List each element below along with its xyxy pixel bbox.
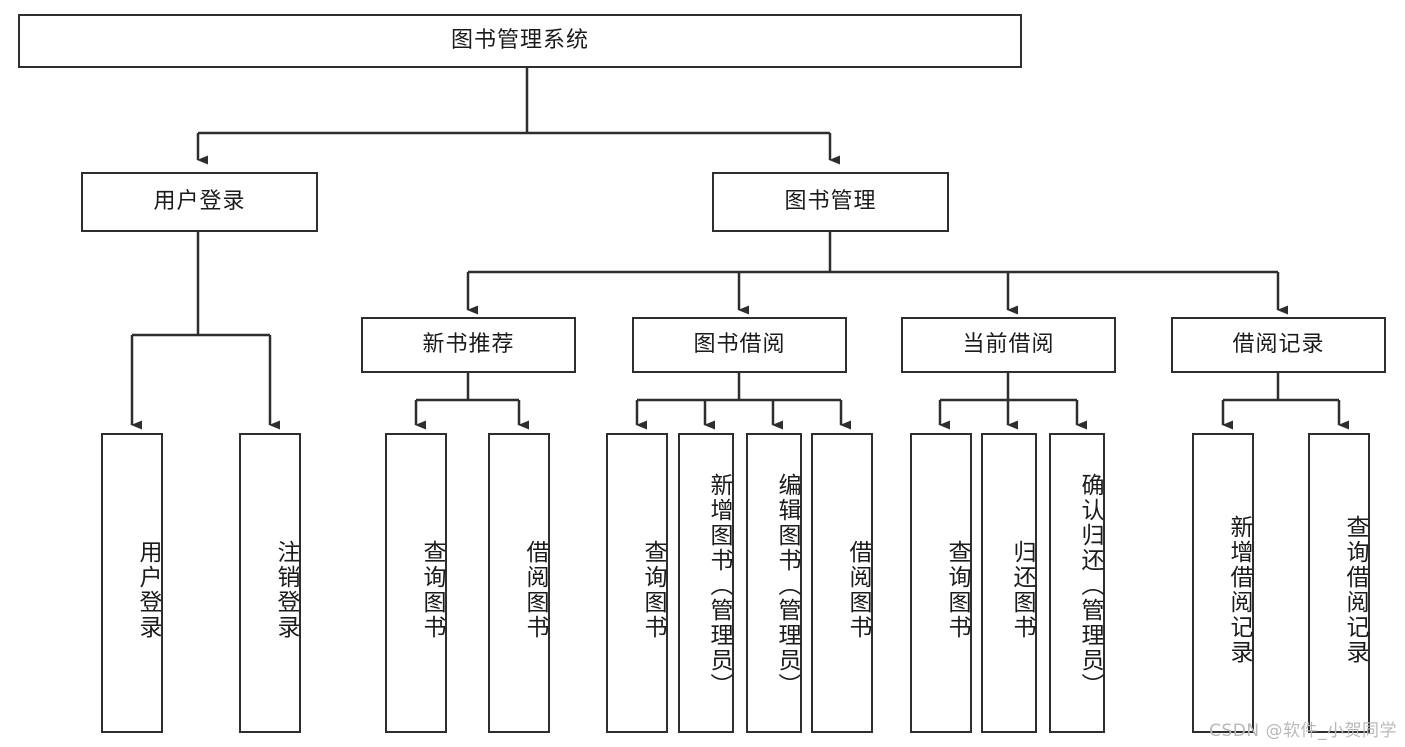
node-leaf-edit-book[interactable]: 编辑图书（管理员）	[746, 433, 802, 733]
node-leaf-query-book-3-label: 查询图书	[944, 540, 970, 640]
node-leaf-return-book-label: 归还图书	[1009, 540, 1035, 640]
node-leaf-logout-login[interactable]: 注销登录	[239, 433, 301, 733]
node-leaf-query-borrow-record-label: 查询借阅记录	[1342, 515, 1368, 665]
node-borrow-record[interactable]: 借阅记录	[1171, 317, 1386, 373]
node-user-login-label: 用户登录	[153, 188, 246, 214]
node-leaf-query-book-1-label: 查询图书	[419, 540, 445, 640]
node-book-management-label: 图书管理	[784, 188, 877, 214]
node-leaf-borrow-book-2[interactable]: 借阅图书	[811, 433, 873, 733]
node-leaf-confirm-return-label: 确认归还（管理员）	[1077, 472, 1103, 698]
node-leaf-confirm-return[interactable]: 确认归还（管理员）	[1049, 433, 1105, 733]
node-book-borrow[interactable]: 图书借阅	[632, 317, 847, 373]
node-leaf-borrow-book-1-label: 借阅图书	[522, 540, 548, 640]
node-current-borrow[interactable]: 当前借阅	[901, 317, 1116, 373]
node-leaf-user-login[interactable]: 用户登录	[101, 433, 163, 733]
node-leaf-logout-login-label: 注销登录	[273, 540, 299, 640]
node-new-book-recommend[interactable]: 新书推荐	[361, 317, 576, 373]
node-leaf-edit-book-label: 编辑图书（管理员）	[774, 472, 800, 698]
node-leaf-query-book-1[interactable]: 查询图书	[385, 433, 447, 733]
node-leaf-query-book-2[interactable]: 查询图书	[606, 433, 668, 733]
node-root-label: 图书管理系统	[450, 27, 589, 53]
node-leaf-borrow-book-1[interactable]: 借阅图书	[488, 433, 550, 733]
node-leaf-query-borrow-record[interactable]: 查询借阅记录	[1308, 433, 1370, 733]
node-leaf-borrow-book-2-label: 借阅图书	[845, 540, 871, 640]
node-leaf-add-borrow-record-label: 新增借阅记录	[1226, 515, 1252, 665]
node-book-borrow-label: 图书借阅	[693, 331, 786, 357]
node-leaf-user-login-label: 用户登录	[135, 540, 161, 640]
node-borrow-record-label: 借阅记录	[1232, 331, 1325, 357]
node-current-borrow-label: 当前借阅	[962, 331, 1055, 357]
node-leaf-query-book-2-label: 查询图书	[640, 540, 666, 640]
watermark-text: CSDN @软件_小贺同学	[1209, 721, 1397, 741]
node-book-management[interactable]: 图书管理	[712, 172, 949, 232]
node-leaf-add-book-label: 新增图书（管理员）	[706, 472, 732, 698]
node-root[interactable]: 图书管理系统	[18, 14, 1022, 68]
node-leaf-return-book[interactable]: 归还图书	[981, 433, 1037, 733]
node-leaf-add-borrow-record[interactable]: 新增借阅记录	[1192, 433, 1254, 733]
node-leaf-add-book[interactable]: 新增图书（管理员）	[678, 433, 734, 733]
node-user-login[interactable]: 用户登录	[81, 172, 318, 232]
node-leaf-query-book-3[interactable]: 查询图书	[910, 433, 972, 733]
node-new-book-recommend-label: 新书推荐	[422, 331, 515, 357]
